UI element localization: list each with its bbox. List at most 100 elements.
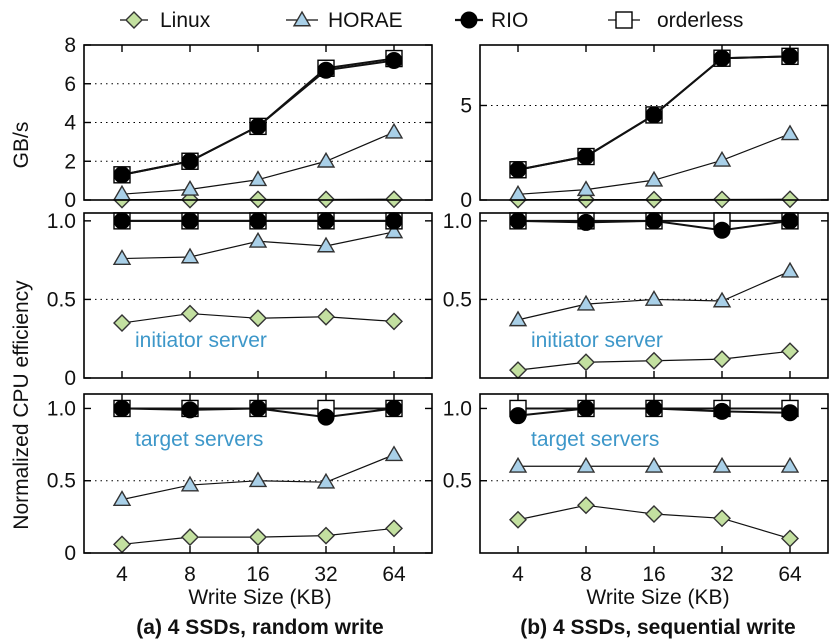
series-rio	[113, 399, 403, 426]
series-rio	[113, 212, 403, 230]
point-rio	[317, 408, 335, 426]
y-tick-label: 0.5	[47, 288, 76, 311]
point-rio	[509, 407, 527, 425]
point-rio	[181, 212, 199, 230]
point-rio	[113, 399, 131, 417]
series-linux	[509, 496, 799, 548]
point-rio	[645, 106, 663, 124]
x-axis-label-b: Write Size (KB)	[586, 586, 729, 609]
legend-marker-orderless	[615, 11, 633, 29]
point-horae	[316, 472, 336, 489]
x-tick-label: 8	[184, 563, 196, 586]
point-linux	[385, 312, 403, 331]
x-tick-label: 8	[580, 563, 592, 586]
y-tick-label: 0	[64, 189, 76, 212]
point-horae	[112, 249, 132, 266]
y-tick-label: 1.0	[443, 397, 472, 420]
panel-b-throughput: 05	[460, 44, 829, 212]
point-rio	[181, 152, 199, 170]
point-horae	[576, 456, 596, 473]
panel-frame	[83, 212, 433, 379]
point-horae	[248, 471, 268, 488]
point-linux	[181, 528, 199, 547]
legend-item-orderless: orderless	[608, 9, 743, 32]
panel-annotation: target servers	[135, 428, 263, 451]
point-rio	[713, 402, 731, 420]
point-horae	[644, 456, 664, 473]
y-axis-label-cpu-efficiency: Normalized CPU efficiency	[10, 280, 33, 530]
panel-annotation: initiator server	[531, 329, 663, 352]
point-horae	[576, 294, 596, 311]
legend-item-horae: HORAE	[286, 9, 403, 32]
legend: Linux HORAE RIO orderless	[120, 9, 743, 32]
point-rio	[113, 212, 131, 230]
point-rio	[385, 212, 403, 230]
point-horae	[316, 151, 336, 168]
y-tick-label: 0	[64, 542, 76, 565]
point-linux	[781, 342, 799, 361]
panel-frame	[479, 44, 829, 201]
point-horae	[384, 222, 404, 239]
y-tick-label: 6	[64, 73, 76, 96]
y-tick-label: 1.0	[47, 397, 76, 420]
legend-marker-horae	[292, 10, 312, 27]
series-linux	[113, 304, 403, 332]
point-horae	[508, 310, 528, 327]
y-tick-label: 0.5	[47, 470, 76, 493]
legend-label-linux: Linux	[160, 9, 211, 32]
point-horae	[316, 236, 336, 253]
point-linux	[249, 309, 267, 328]
point-horae	[180, 247, 200, 264]
point-rio	[113, 166, 131, 184]
panel-frame	[83, 393, 433, 554]
caption-a: (a) 4 SSDs, random write	[136, 616, 383, 639]
x-tick-label: 32	[314, 563, 337, 586]
point-horae	[780, 456, 800, 473]
point-horae	[712, 150, 732, 167]
point-linux	[645, 351, 663, 370]
y-tick-label: 1.0	[47, 210, 76, 233]
panel-annotation: initiator server	[135, 329, 267, 352]
x-tick-label: 16	[246, 563, 269, 586]
x-tick-label: 32	[710, 563, 733, 586]
point-linux	[713, 509, 731, 528]
point-horae	[508, 456, 528, 473]
point-rio	[249, 212, 267, 230]
series-orderless	[113, 49, 403, 184]
point-rio	[385, 399, 403, 417]
point-linux	[249, 528, 267, 547]
y-tick-label: 0	[460, 189, 472, 212]
y-tick-label: 0.5	[443, 470, 472, 493]
point-rio	[713, 221, 731, 239]
point-horae	[712, 291, 732, 308]
y-axis-label-throughput: GB/s	[10, 122, 33, 169]
legend-marker-rio	[460, 11, 478, 29]
legend-label-rio: RIO	[491, 9, 528, 32]
series-horae	[508, 124, 800, 201]
x-tick-label: 64	[382, 563, 406, 586]
series-horae	[112, 222, 404, 266]
series-line-rio	[121, 59, 395, 176]
point-rio	[781, 212, 799, 230]
point-linux	[577, 353, 595, 372]
point-horae	[112, 184, 132, 201]
point-rio	[385, 52, 403, 69]
panel-frame	[479, 393, 829, 554]
point-linux	[181, 304, 199, 323]
point-horae	[248, 170, 268, 187]
point-rio	[509, 212, 527, 230]
point-linux	[113, 314, 131, 332]
y-tick-label: 2	[64, 150, 76, 173]
point-horae	[248, 231, 268, 248]
legend-label-horae: HORAE	[328, 9, 403, 32]
panel-frame	[479, 212, 829, 379]
x-tick-label: 16	[642, 563, 665, 586]
y-tick-label: 4	[64, 112, 76, 135]
point-linux	[645, 504, 663, 523]
point-rio	[509, 161, 527, 179]
x-tick-label: 4	[512, 563, 524, 586]
